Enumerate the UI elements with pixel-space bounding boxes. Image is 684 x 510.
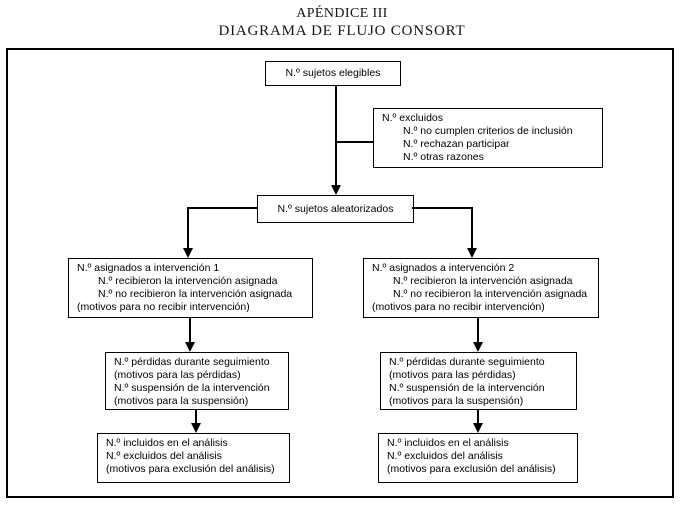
connector-intervention-1-to-followup-1 — [189, 317, 191, 344]
box-line: N.º recibieron la intervención asignada — [393, 275, 573, 287]
box-line: N.º no recibieron la intervención asigna… — [393, 288, 588, 300]
box-line: N.º asignados a intervención 1 — [77, 262, 220, 274]
intervention-1-box: N.º asignados a intervención 1 N.º recib… — [68, 258, 313, 318]
box-line: N.º excluidos del análisis — [106, 450, 222, 462]
arrowhead-followup-2 — [473, 342, 483, 352]
arrowhead-intervention-2 — [467, 248, 477, 258]
box-line: N.º asignados a intervención 2 — [372, 262, 515, 274]
connector-randomized-to-intervention-2 — [471, 207, 473, 249]
box-line: (motivos para no recibir intervención) — [77, 301, 250, 313]
arrowhead-randomized — [331, 185, 341, 195]
connector-eligible-to-randomized — [335, 85, 337, 187]
box-line: N.º excluidos — [382, 112, 444, 124]
page-heading: APÉNDICE III DIAGRAMA DE FLUJO CONSORT — [0, 5, 684, 40]
box-line: N.º no recibieron la intervención asigna… — [98, 288, 293, 300]
box-line: N.º recibieron la intervención asignada — [98, 275, 278, 287]
excluded-subjects-box: N.º excluidos N.º no cumplen criterios d… — [373, 108, 603, 168]
connector-to-excluded — [336, 141, 373, 143]
box-line: N.º rechazan participar — [403, 138, 510, 150]
box-line: (motivos para exclusión del análisis) — [387, 463, 556, 475]
box-line: (motivos para las pérdidas) — [389, 369, 516, 381]
box-line: N.º no cumplen criterios de inclusión — [403, 125, 573, 137]
randomized-subjects-box: N.º sujetos aleatorizados — [257, 195, 414, 223]
eligible-subjects-box: N.º sujetos elegibles — [265, 61, 401, 86]
box-line: (motivos para la suspensión) — [389, 395, 524, 407]
connector-randomized-right-horizontal — [412, 207, 473, 209]
appendix-title: APÉNDICE III — [296, 6, 388, 21]
arrowhead-analysis-1 — [191, 423, 201, 433]
connector-randomized-left-horizontal — [187, 207, 258, 209]
box-line: N.º excluidos del análisis — [387, 450, 503, 462]
box-line: N.º pérdidas durante seguimiento — [389, 356, 545, 368]
box-line: (motivos para la suspensión) — [114, 395, 249, 407]
box-line: N.º sujetos elegibles — [285, 67, 381, 79]
box-line: (motivos para no recibir intervención) — [372, 301, 545, 313]
diagram-title: DIAGRAMA DE FLUJO CONSORT — [218, 23, 466, 39]
analysis-1-box: N.º incluidos en el análisis N.º excluid… — [97, 433, 290, 483]
arrowhead-analysis-2 — [473, 423, 483, 433]
box-line: N.º sujetos aleatorizados — [277, 202, 394, 215]
box-line: (motivos para las pérdidas) — [114, 369, 241, 381]
connector-intervention-2-to-followup-2 — [477, 317, 479, 344]
box-line: N.º pérdidas durante seguimiento — [114, 356, 270, 368]
arrowhead-intervention-1 — [183, 248, 193, 258]
analysis-2-box: N.º incluidos en el análisis N.º excluid… — [378, 433, 578, 483]
box-line: N.º incluidos en el análisis — [106, 437, 228, 449]
connector-followup-2-to-analysis-2 — [477, 409, 479, 425]
diagram-outer-frame — [6, 48, 674, 498]
intervention-2-box: N.º asignados a intervención 2 N.º recib… — [363, 258, 599, 318]
connector-followup-1-to-analysis-1 — [195, 409, 197, 425]
box-line: N.º incluidos en el análisis — [387, 437, 509, 449]
box-line: N.º suspensión de la intervención — [114, 382, 270, 394]
connector-randomized-to-intervention-1 — [187, 207, 189, 249]
followup-losses-1-box: N.º pérdidas durante seguimiento (motivo… — [105, 352, 289, 410]
arrowhead-followup-1 — [185, 342, 195, 352]
box-line: N.º otras razones — [403, 151, 484, 163]
followup-losses-2-box: N.º pérdidas durante seguimiento (motivo… — [380, 352, 577, 410]
box-line: (motivos para exclusión del análisis) — [106, 463, 275, 475]
box-line: N.º suspensión de la intervención — [389, 382, 545, 394]
